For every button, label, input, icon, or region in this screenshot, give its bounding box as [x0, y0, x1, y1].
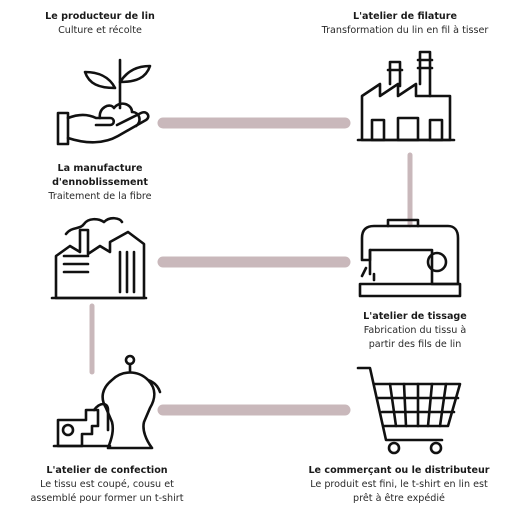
step-description: Le tissu est coupé, cousu et [40, 479, 174, 490]
step-title: Le producteur de lin [45, 11, 155, 22]
step-spinning-label: L'atelier de filature Transformation du … [300, 10, 507, 38]
shopping-cart-icon [356, 366, 462, 455]
step-description: Fabrication du tissu à [363, 325, 467, 336]
step-title: L'atelier de confection [46, 465, 168, 476]
step-producer-label: Le producteur de lin Culture et récolte [10, 10, 190, 38]
step-finishing-label: La manufacture d'ennoblissement Traiteme… [10, 162, 190, 204]
step-description: Transformation du lin en fil à tisser [321, 25, 489, 36]
factory-smoke-icon [50, 216, 148, 300]
mannequin-sewing-icon [52, 354, 162, 450]
factory-chimneys-icon [356, 50, 456, 142]
step-confection-label: L'atelier de confection Le tissu est cou… [2, 464, 212, 506]
step-retailer-label: Le commerçant ou le distributeur Le prod… [292, 464, 506, 506]
step-title-line: La manufacture [57, 163, 143, 174]
step-description: Culture et récolte [58, 25, 142, 36]
step-description: prêt à être expédié [353, 493, 445, 504]
step-description: Traitement de la fibre [48, 191, 152, 202]
step-title-line: d'ennoblissement [52, 177, 148, 188]
sewing-machine-icon [358, 218, 462, 298]
step-title: Le commerçant ou le distributeur [308, 465, 490, 476]
step-weaving-label: L'atelier de tissage Fabrication du tiss… [330, 310, 500, 352]
step-title: L'atelier de tissage [363, 311, 467, 322]
step-description: Le produit est fini, le t-shirt en lin e… [310, 479, 488, 490]
hand-plant-icon [56, 58, 152, 146]
step-description: partir des fils de lin [368, 339, 462, 350]
step-title: L'atelier de filature [352, 11, 457, 22]
step-description: assemblé pour former un t-shirt [30, 493, 184, 504]
